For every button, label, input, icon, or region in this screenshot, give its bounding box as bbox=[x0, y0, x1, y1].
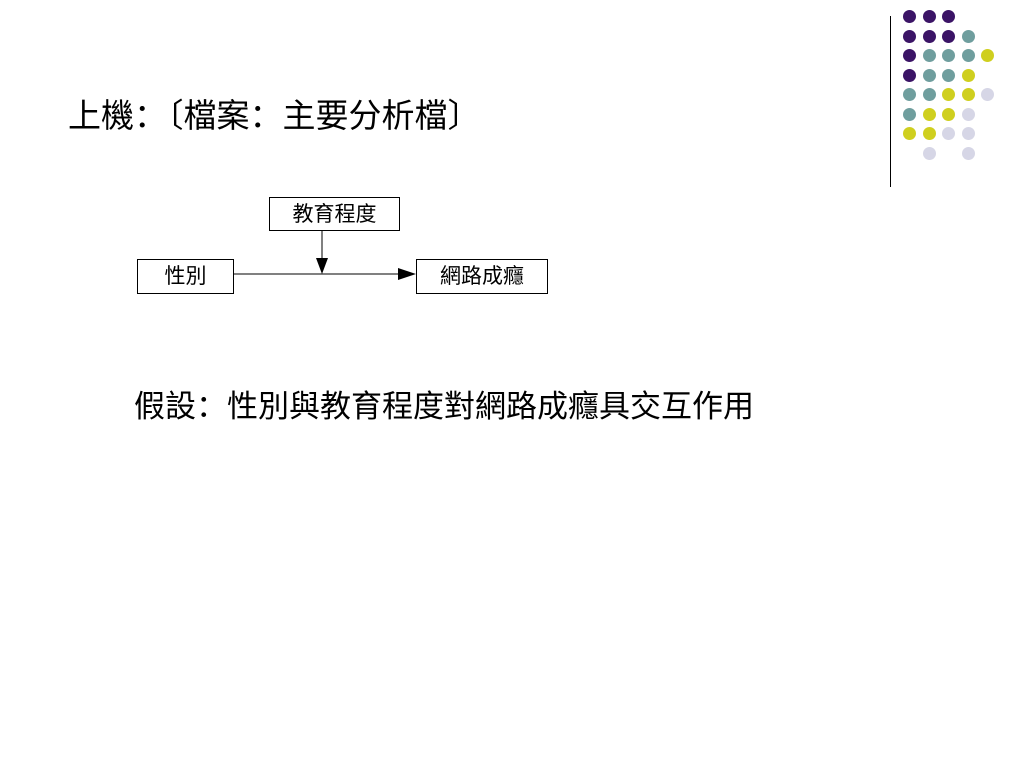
decorative-dot bbox=[942, 10, 955, 23]
hypothesis-text: 假設：性別與教育程度對網路成癮具交互作用 bbox=[134, 389, 754, 425]
decorative-dot bbox=[961, 107, 975, 121]
decorative-dot bbox=[942, 107, 955, 121]
slide-title: 上機：〔檔案：主要分析檔〕 bbox=[68, 96, 481, 135]
decorative-dot bbox=[942, 88, 955, 101]
decorative-dot bbox=[903, 49, 916, 62]
decorative-dot bbox=[922, 68, 936, 82]
decorative-dot bbox=[961, 146, 975, 160]
decorative-divider bbox=[890, 16, 891, 187]
decorative-dot bbox=[961, 29, 975, 43]
independent-variable-label: 性別 bbox=[164, 264, 207, 288]
decorative-dot bbox=[961, 68, 975, 82]
decorative-dot bbox=[922, 29, 936, 43]
moderator-label: 教育程度 bbox=[292, 201, 377, 226]
decorative-dot bbox=[903, 68, 916, 82]
decorative-dot bbox=[903, 29, 916, 43]
moderator-box: 教育程度 bbox=[269, 197, 400, 231]
independent-variable-box: 性別 bbox=[137, 259, 234, 294]
dependent-variable-label: 網路成癮 bbox=[440, 264, 524, 288]
decorative-dot bbox=[922, 146, 936, 160]
decorative-dot bbox=[922, 88, 936, 101]
decorative-dot bbox=[961, 127, 975, 140]
decorative-dot bbox=[981, 88, 994, 101]
decorative-dot bbox=[942, 49, 955, 62]
decorative-dot bbox=[922, 49, 936, 62]
dependent-variable-box: 網路成癮 bbox=[416, 259, 548, 294]
moderator-arrowhead bbox=[316, 258, 328, 274]
decorative-dot bbox=[922, 127, 936, 140]
decorative-dot bbox=[903, 107, 916, 121]
decorative-dot bbox=[942, 29, 955, 43]
decorative-dot bbox=[922, 10, 936, 23]
decorative-dot-grid bbox=[903, 10, 1013, 170]
decorative-dot bbox=[942, 68, 955, 82]
decorative-dot bbox=[903, 10, 916, 23]
main-path-arrowhead bbox=[398, 268, 416, 280]
decorative-dot bbox=[961, 49, 975, 62]
decorative-dot bbox=[903, 88, 916, 101]
decorative-dot bbox=[981, 49, 994, 62]
decorative-dot bbox=[942, 127, 955, 140]
decorative-dot bbox=[922, 107, 936, 121]
decorative-dot bbox=[961, 88, 975, 101]
decorative-dot bbox=[903, 127, 916, 140]
